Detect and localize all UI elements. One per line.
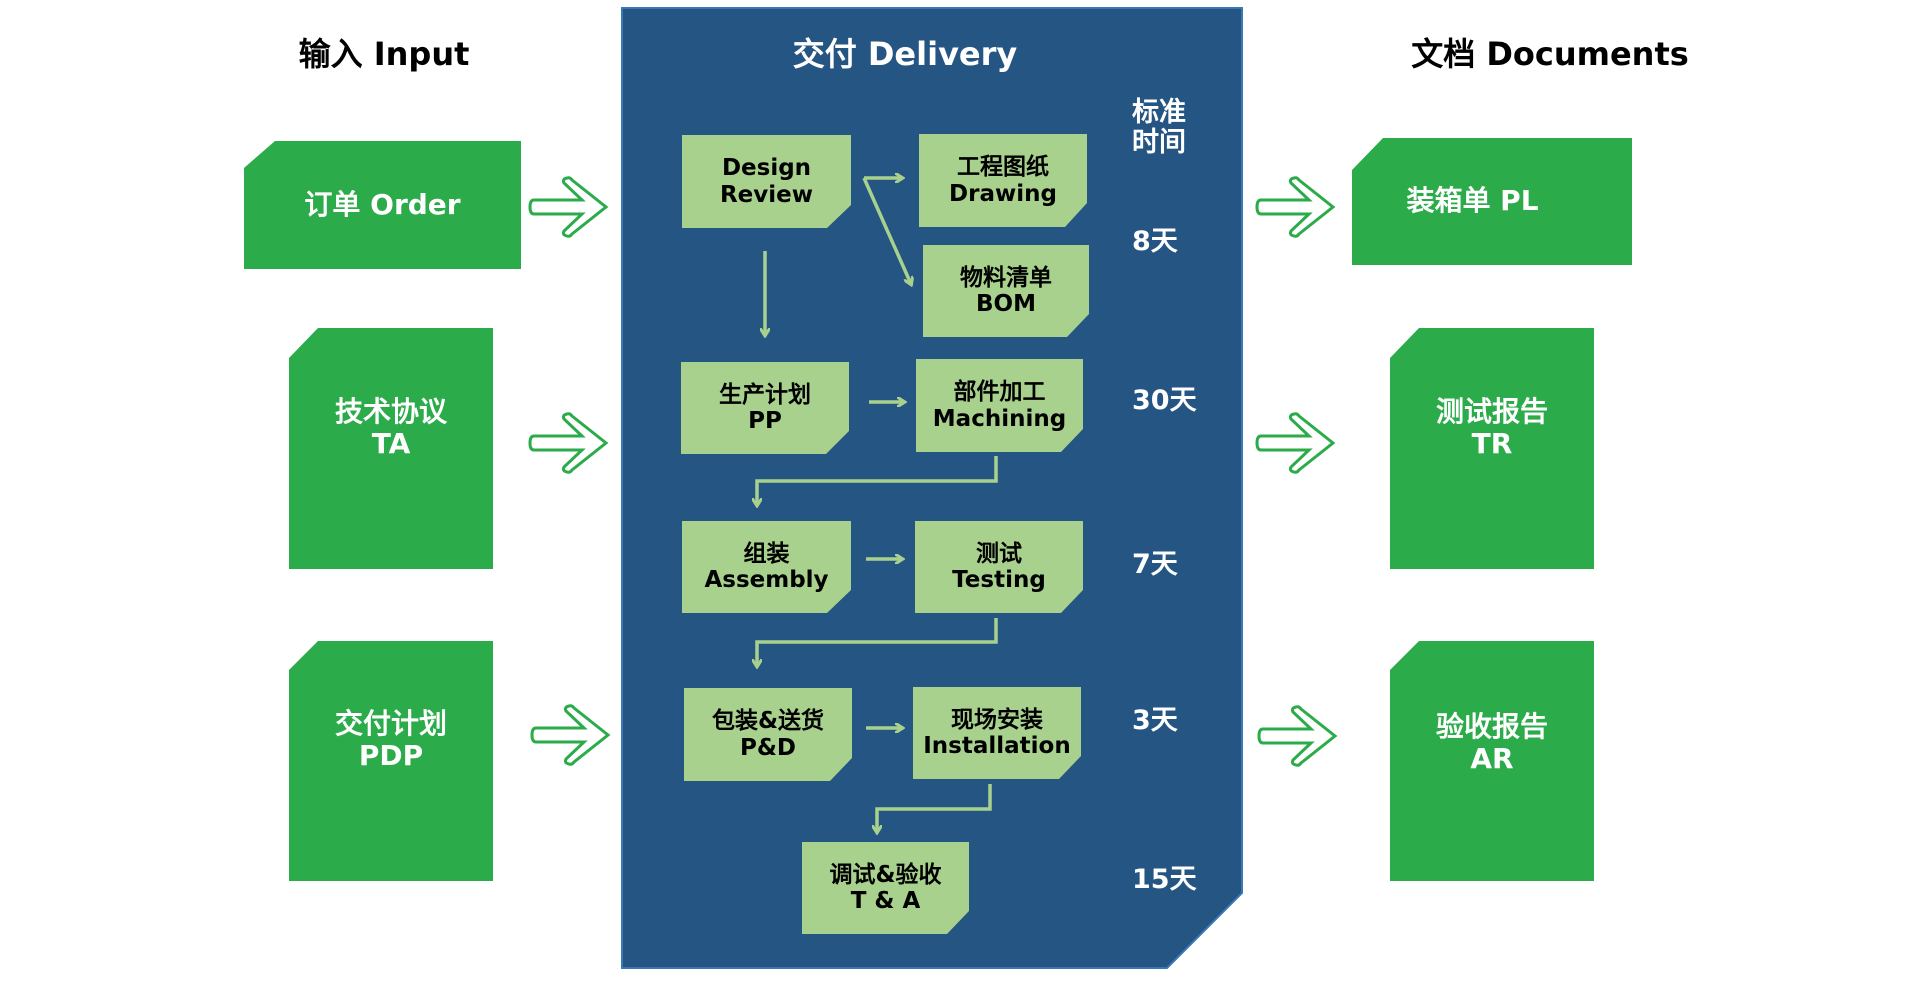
step-design-review-label: Design Review (682, 135, 851, 228)
header-delivery: 交付 Delivery (792, 34, 1018, 73)
step-bom[interactable] (923, 245, 1089, 337)
input-doc-order-label: 订单 Order (244, 141, 521, 269)
standard-time-line: 时间 (1132, 126, 1186, 158)
step-drawing-label: 工程图纸 Drawing (919, 134, 1087, 227)
output-doc-ar[interactable] (1390, 641, 1594, 881)
output-doc-pl-text: 装箱单 PL (1406, 184, 1539, 218)
arrow-right-icon (528, 412, 609, 474)
step-pp-label: 生产计划 PP (681, 362, 849, 454)
step-pp[interactable] (681, 362, 849, 454)
step-line: PP (748, 408, 782, 434)
duration-design: 8天 (1132, 226, 1178, 257)
step-line: Assembly (704, 567, 829, 593)
arrow-right-icon (1257, 705, 1338, 767)
step-line: BOM (976, 291, 1036, 317)
step-pd[interactable] (684, 688, 852, 781)
step-installation-label: 现场安装 Installation (913, 687, 1081, 779)
step-ta[interactable] (802, 842, 969, 934)
step-machining-label: 部件加工 Machining (916, 359, 1083, 452)
arrow-right-icon (1255, 412, 1336, 474)
input-doc-order[interactable] (244, 141, 521, 269)
step-line: Testing (952, 567, 1046, 593)
arrow-right-icon (528, 176, 609, 238)
step-testing[interactable] (915, 521, 1083, 613)
input-doc-ta-text-cn: 技术协议 (334, 394, 447, 428)
step-installation[interactable] (913, 687, 1081, 779)
step-line: Machining (932, 405, 1067, 432)
duration-assembly-testing: 7天 (1132, 549, 1178, 580)
step-drawing[interactable] (919, 134, 1087, 227)
step-testing-label: 测试 Testing (915, 521, 1083, 613)
standard-time-line: 标准 (1132, 97, 1186, 128)
output-doc-ar-label: 验收报告 AR (1390, 703, 1594, 783)
step-line: Drawing (949, 180, 1057, 207)
output-doc-tr[interactable] (1390, 328, 1594, 569)
input-doc-pdp-label: 交付计划 PDP (289, 700, 493, 780)
step-line: 调试&验收 (829, 861, 942, 888)
standard-time-label: 标准 时间 (1132, 98, 1186, 157)
input-doc-pdp-text-en: PDP (358, 739, 424, 772)
step-design-review[interactable] (682, 135, 851, 228)
duration-pd-installation: 3天 (1132, 705, 1178, 736)
output-doc-pl[interactable] (1352, 138, 1632, 265)
step-line: Review (719, 181, 814, 208)
output-doc-ar-text-cn: 验收报告 (1435, 709, 1548, 743)
output-doc-tr-text-en: TR (1471, 427, 1513, 460)
connector-testing-pd (757, 618, 998, 666)
output-doc-pl-label: 装箱单 PL (1370, 138, 1575, 265)
step-line: 部件加工 (953, 379, 1046, 406)
header-documents: 文档 Documents (1411, 34, 1689, 73)
step-line: 测试 (976, 540, 1022, 567)
step-line: 物料清单 (960, 264, 1052, 291)
step-line: Installation (923, 733, 1071, 759)
step-line: 组装 (743, 540, 790, 567)
input-doc-order-text: 订单 Order (304, 187, 461, 221)
step-machining[interactable] (916, 359, 1083, 452)
input-doc-ta[interactable] (289, 328, 493, 569)
step-line: P&D (739, 734, 796, 761)
output-doc-tr-label: 测试报告 TR (1390, 388, 1594, 468)
duration-machining: 30天 (1132, 385, 1197, 416)
step-line: Design (721, 155, 812, 182)
step-line: 现场安装 (951, 706, 1043, 733)
connector-installation-ta (877, 784, 992, 832)
arrow-right-icon (1255, 176, 1336, 238)
step-line: T & A (850, 888, 921, 914)
step-line: 包装&送货 (711, 708, 825, 735)
arrow-right-icon (530, 704, 611, 766)
step-assembly-label: 组装 Assembly (682, 521, 851, 613)
step-line: 生产计划 (719, 381, 811, 408)
step-bom-label: 物料清单 BOM (923, 245, 1089, 337)
input-doc-pdp-text-cn: 交付计划 (334, 706, 447, 740)
step-assembly[interactable] (682, 521, 851, 613)
connector-machining-assembly (757, 456, 998, 505)
input-doc-ta-label: 技术协议 TA (289, 388, 493, 468)
output-doc-ar-text-en: AR (1470, 742, 1514, 775)
connector-dr-bom (862, 177, 911, 284)
step-pd-label: 包装&送货 P&D (684, 688, 852, 781)
input-doc-pdp[interactable] (289, 641, 493, 881)
duration-ta: 15天 (1132, 864, 1197, 895)
output-doc-tr-text-cn: 测试报告 (1435, 394, 1548, 428)
step-ta-label: 调试&验收 T & A (802, 842, 969, 934)
step-line: 工程图纸 (957, 154, 1049, 181)
header-input: 输入 Input (298, 34, 470, 73)
input-doc-ta-text-en: TA (371, 427, 411, 460)
